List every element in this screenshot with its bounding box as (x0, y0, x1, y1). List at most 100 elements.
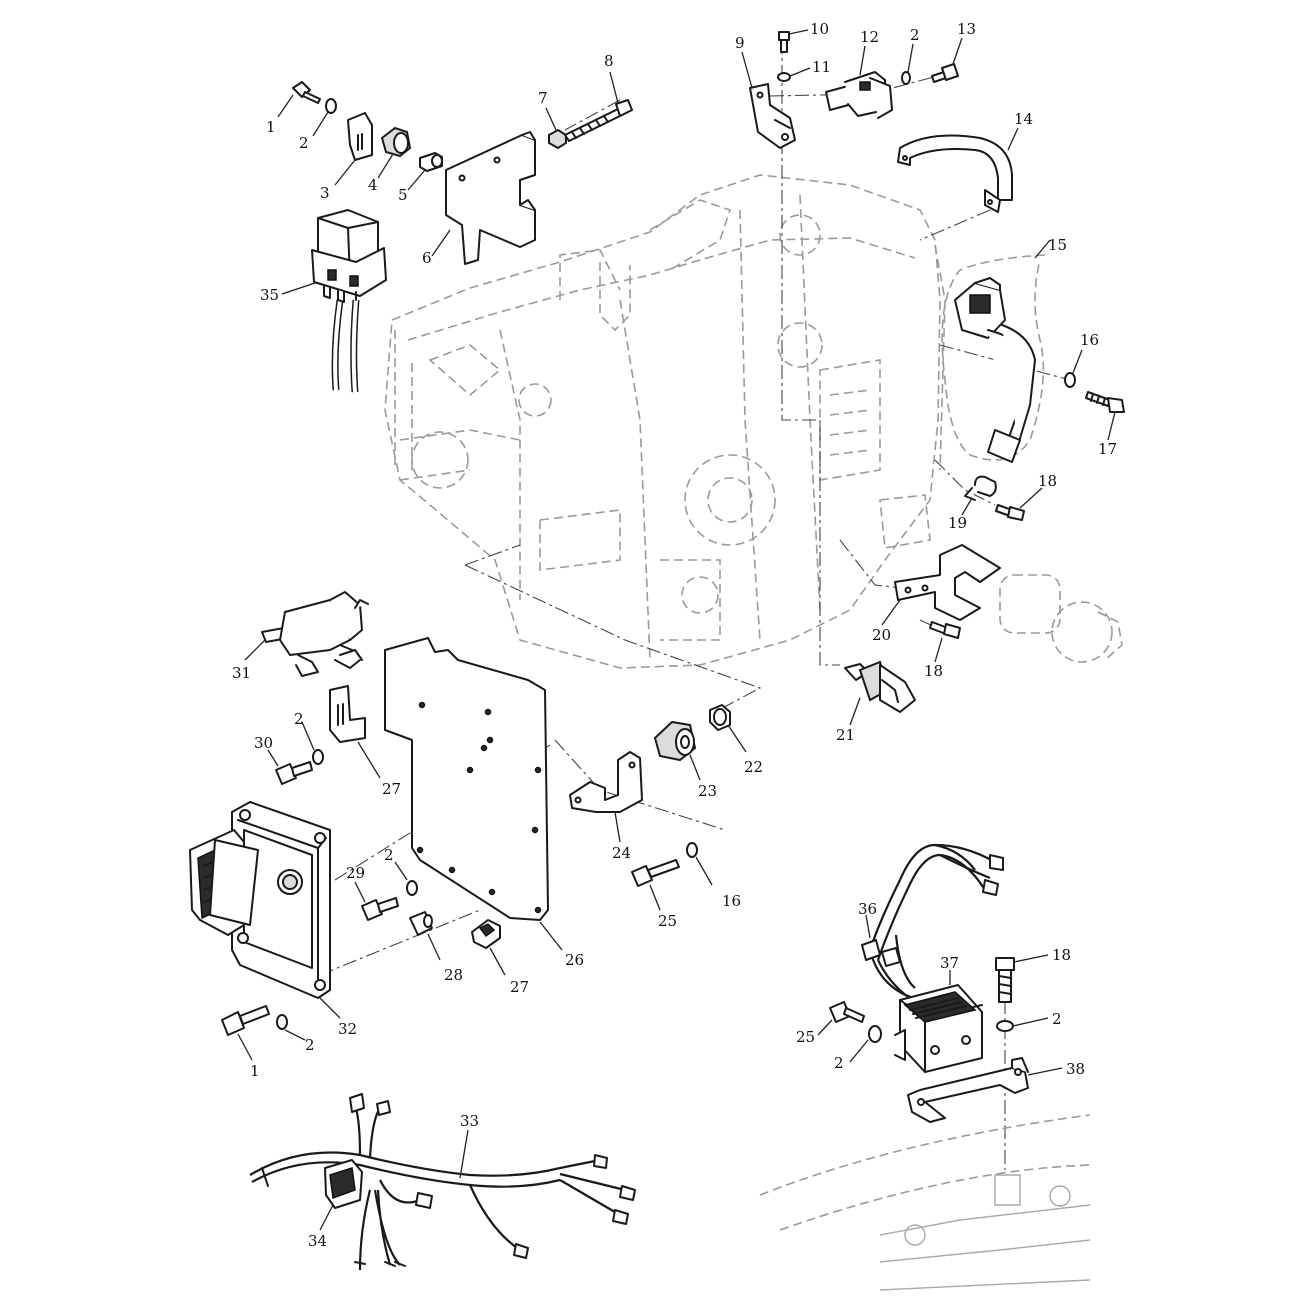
callout-33: 33 (460, 1112, 479, 1130)
callout-26: 26 (565, 951, 584, 969)
bracket-38 (907, 1057, 1063, 1123)
grommet-23 (653, 720, 701, 781)
engine-block-phantom (384, 174, 1123, 669)
callout-16-mid: 16 (722, 892, 741, 910)
callout-9: 9 (735, 34, 745, 52)
washer-2-left (301, 721, 324, 765)
callout-2-ecu: 2 (305, 1036, 315, 1054)
clip-27-top (329, 685, 381, 779)
mounting-plate-26 (384, 637, 563, 951)
clamp-14 (897, 127, 1019, 213)
callout-7: 7 (538, 89, 548, 107)
ignition-coil-15 (941, 239, 1051, 463)
nut-7 (545, 107, 567, 150)
bolt-18-mid (929, 621, 961, 663)
bolt-25-mid (631, 859, 680, 911)
washer-2-top (312, 98, 337, 137)
callout-28: 28 (444, 966, 463, 984)
washer-16-top (1064, 349, 1083, 388)
clip-27-bottom (471, 919, 506, 976)
bolt-18-top (995, 487, 1043, 521)
callout-6: 6 (422, 249, 432, 267)
bolt-25-bottom (817, 1001, 865, 1036)
callout-18: 18 (1038, 472, 1057, 490)
bracket-20 (881, 544, 1001, 626)
callout-12: 12 (860, 28, 879, 46)
callout-1: 1 (266, 118, 276, 136)
callout-10: 10 (810, 20, 829, 38)
temp-sensor-21 (844, 660, 916, 726)
callout-17: 17 (1098, 440, 1117, 458)
callout-2-valve: 2 (294, 710, 304, 728)
callout-2-plate: 2 (384, 846, 394, 864)
clip-3 (334, 112, 373, 186)
callout-24: 24 (612, 844, 631, 862)
spacer-28 (409, 911, 441, 961)
callout-29: 29 (346, 864, 365, 882)
callout-27: 27 (382, 780, 401, 798)
grommet-4 (377, 126, 412, 179)
bracket-6 (431, 131, 536, 265)
callout-31: 31 (232, 664, 251, 682)
callout-32: 32 (338, 1020, 357, 1038)
washer-16-mid (686, 842, 713, 886)
bolt-10 (778, 29, 809, 53)
collar-22 (709, 704, 747, 753)
callout-22: 22 (744, 758, 763, 776)
callout-37: 37 (940, 954, 959, 972)
washer-11 (777, 67, 811, 82)
bolt-13 (931, 37, 963, 83)
stud-bolt-8 (564, 71, 633, 142)
callout-13: 13 (957, 20, 976, 38)
callout-23: 23 (698, 782, 717, 800)
callout-18-bottom: 18 (1052, 946, 1071, 964)
callout-4: 4 (368, 176, 378, 194)
ecu-32 (189, 801, 341, 1019)
callout-19: 19 (948, 514, 967, 532)
starter-motor-phantom (999, 574, 1123, 663)
harness-33 (249, 1093, 636, 1271)
callout-20: 20 (872, 626, 891, 644)
connector-34 (319, 1159, 363, 1231)
bolt-29 (354, 881, 399, 921)
callout-11: 11 (812, 58, 831, 76)
harness-36 (861, 843, 1004, 1009)
callout-2: 2 (299, 134, 309, 152)
washer-2-ecu (276, 1014, 306, 1041)
callout-18-mid: 18 (924, 662, 943, 680)
callout-30: 30 (254, 734, 273, 752)
mount-phantom (759, 1114, 1091, 1291)
rectifier-37 (894, 970, 983, 1073)
callout-2-sensor: 2 (910, 26, 920, 44)
callout-38: 38 (1066, 1060, 1085, 1078)
valve-31 (244, 591, 369, 677)
bracket-24 (569, 751, 643, 843)
callout-1-bottom: 1 (250, 1062, 260, 1080)
collar-5 (407, 152, 443, 191)
callout-14: 14 (1014, 110, 1033, 128)
bolt-18-bottom (995, 954, 1049, 1003)
callout-35: 35 (260, 286, 279, 304)
callout-2-bottom: 2 (834, 1054, 844, 1072)
washer-2-plate (394, 861, 418, 896)
callout-25: 25 (658, 912, 677, 930)
callout-5: 5 (398, 186, 408, 204)
relay-35 (281, 209, 387, 393)
callout-36: 36 (858, 900, 877, 918)
washer-2-right (996, 1017, 1049, 1032)
callout-labels: 1 2 3 4 5 6 7 8 9 10 11 12 2 13 14 15 16… (232, 20, 1117, 1250)
callout-25-bottom: 25 (796, 1028, 815, 1046)
washer-2-bottom (849, 1025, 882, 1063)
clip-19 (961, 475, 997, 516)
callout-27-bottom: 27 (510, 978, 529, 996)
callout-15: 15 (1048, 236, 1067, 254)
bolt-17 (1085, 391, 1125, 441)
bolt-1-bottom (221, 1005, 270, 1061)
callout-16: 16 (1080, 331, 1099, 349)
callout-34: 34 (308, 1232, 327, 1250)
washer-2-sensor (901, 43, 914, 85)
callout-2-right: 2 (1052, 1010, 1062, 1028)
callout-3: 3 (320, 184, 330, 202)
bolt-30 (267, 749, 313, 785)
